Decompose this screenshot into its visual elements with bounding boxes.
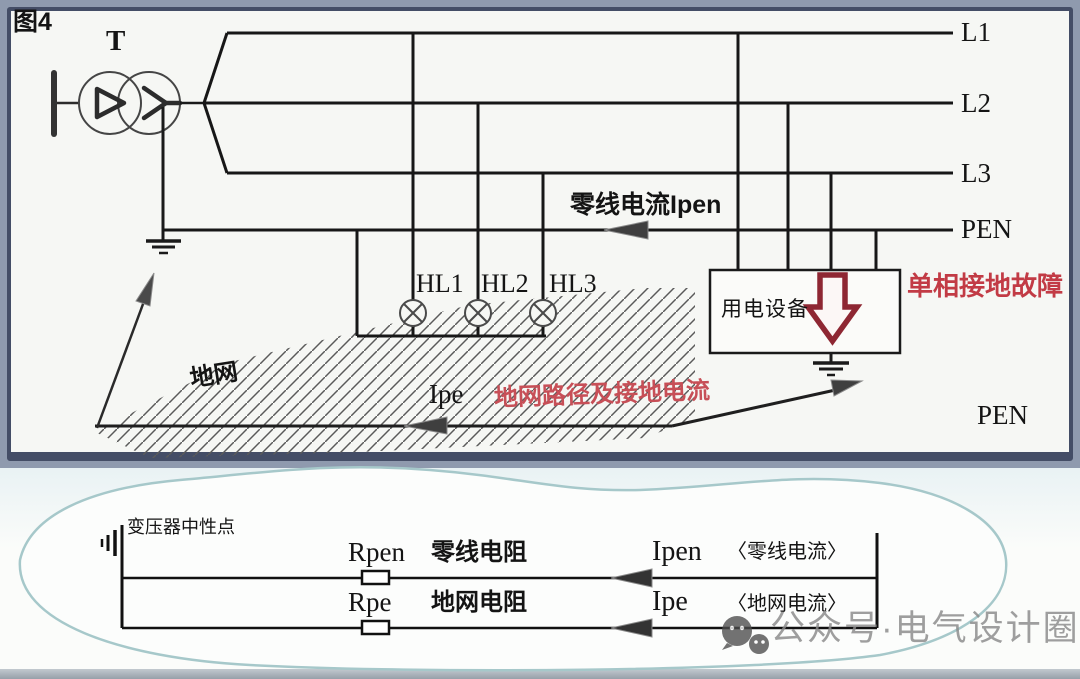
ipe-wire-arrow [610,618,653,638]
equipment-branch [736,33,878,270]
line-label-l2: L2 [961,88,991,118]
bottom-border-strip [0,669,1080,679]
ground-mesh-hatch [95,288,695,458]
ground-path-arrow [830,379,864,397]
ground-path [95,387,841,428]
wechat-icon [722,616,769,654]
ipe-name: 〈地网电流〉 [727,593,847,615]
lamp-symbols [399,299,557,327]
lamp-label-hl3: HL3 [549,269,597,298]
neutral-point-label: 变压器中性点 [127,517,235,537]
transformer-label: T [106,25,126,57]
ipen-symbol: Ipen [652,536,702,567]
transformer-symbol [51,70,204,137]
ipe-arrow [403,416,448,435]
neutral-point-symbol [100,525,124,628]
resistor-rpen [360,569,391,586]
rpen-symbol: Rpen [348,537,405,567]
pen-corner-label: PEN [977,400,1029,430]
rpe-symbol: Rpe [348,587,392,617]
figure-number-label: 图4 [13,8,52,36]
rpen-name: 零线电阻 [431,539,527,566]
lamp-label-hl2: HL2 [481,269,529,298]
line-label-l3: L3 [961,158,991,188]
line-label-pen: PEN [961,214,1013,244]
fault-label: 单相接地故障 [907,271,1064,301]
ipen-name: 〈零线电流〉 [727,541,847,563]
pen-current-arrow [603,220,649,240]
watermark-text: 公众号·电气设计圈 [770,609,1080,648]
cloud-bubble [18,465,1008,672]
equipment-box-label: 用电设备 [721,298,809,321]
line-label-l1: L1 [961,17,991,47]
resistor-rpe [360,619,391,636]
return-arrow [95,272,155,429]
ipen-wire-arrow [610,568,653,588]
fault-arrow [802,272,863,346]
transformer-earth [146,107,181,255]
ipe-symbol: Ipe [652,586,688,617]
equipment-box [708,268,902,355]
neutral-current-label: 零线电流Ipen [570,191,722,219]
lamp-branch [355,33,546,338]
distribution-lines [163,31,953,232]
lamp-label-hl1: HL1 [416,269,464,298]
rpe-name: 地网电阻 [431,589,527,616]
ground-current-label: Ipe [429,379,464,409]
equipment-earth [813,353,849,377]
